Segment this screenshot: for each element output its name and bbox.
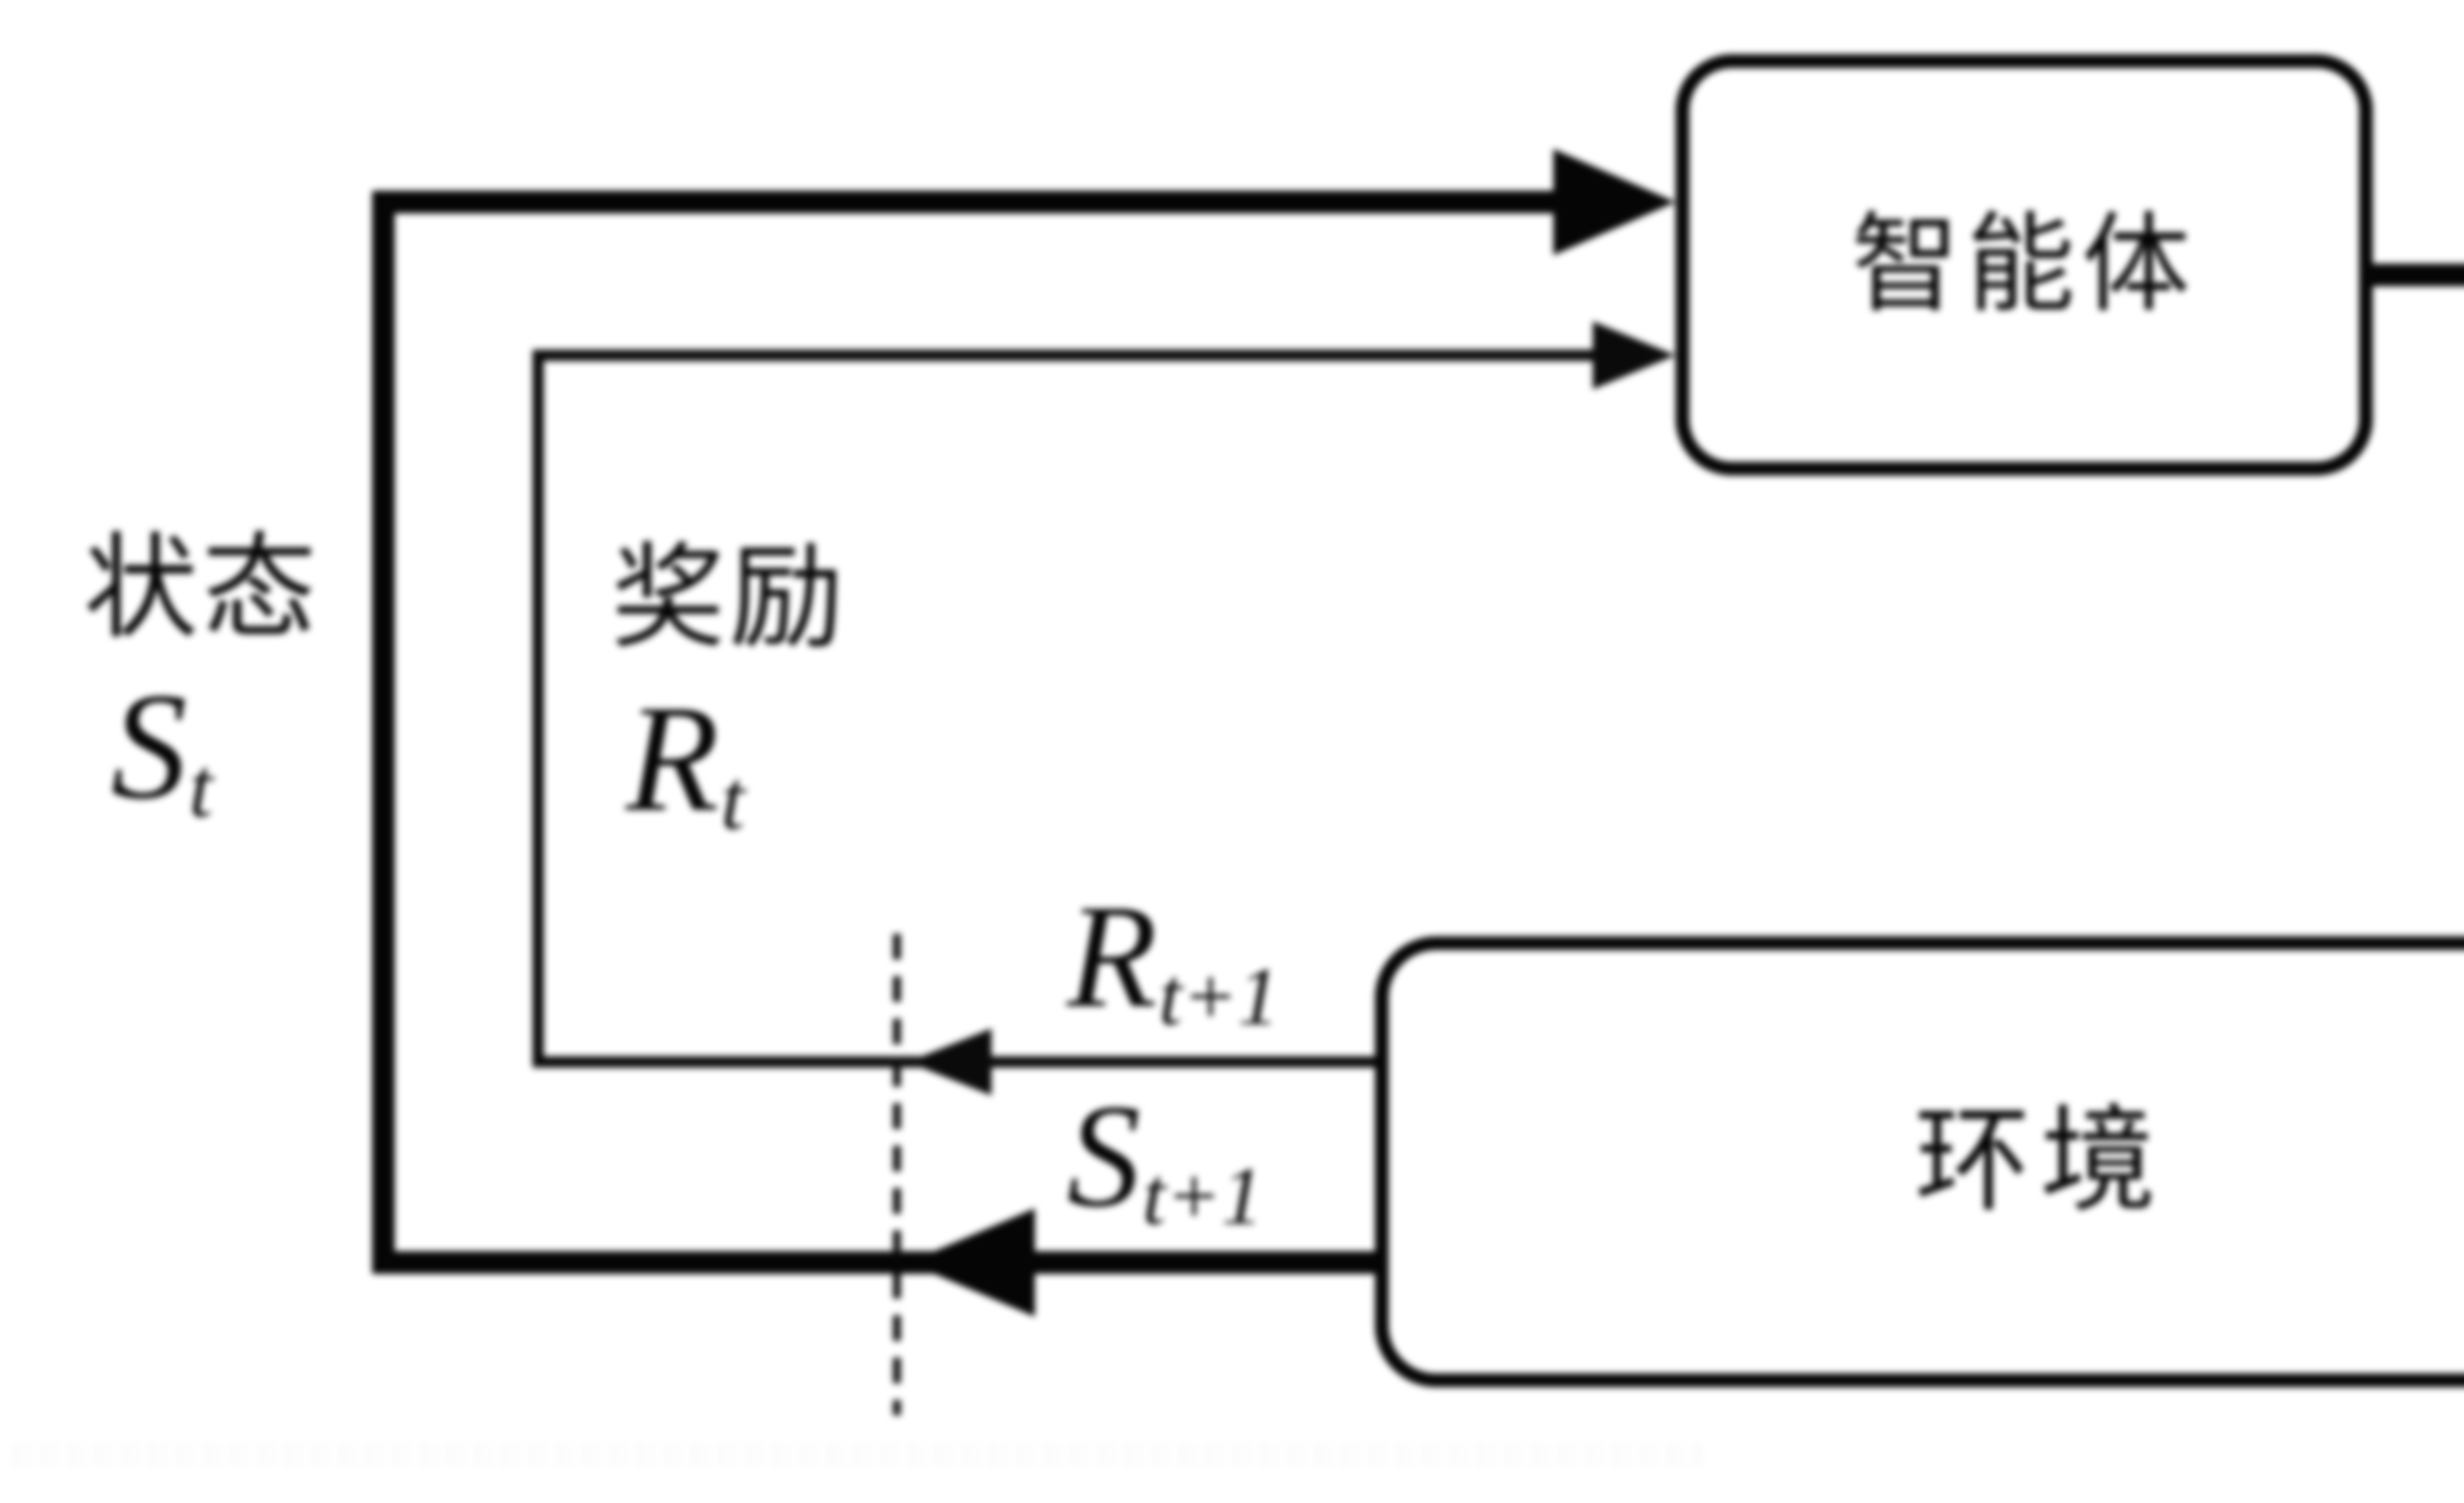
environment-box: 环境: [1375, 936, 2464, 1387]
next-reward-symbol-subscript: t+1: [1159, 950, 1279, 1042]
agent-label: 智能体: [1851, 205, 2197, 325]
reward-symbol-letter: R: [626, 674, 719, 843]
environment-label: 环境: [1915, 1097, 2166, 1226]
next-state-symbol-letter: S: [1067, 1074, 1141, 1237]
next-state-symbol: St+1: [1067, 1082, 1263, 1237]
reward-symbol: Rt: [626, 683, 745, 843]
reward-caption: 奖励: [611, 536, 848, 662]
state-caption: 状态: [84, 526, 321, 652]
next-state-symbol-subscript: t+1: [1142, 1150, 1263, 1242]
state-symbol-subscript: t: [189, 740, 213, 835]
state-symbol-letter: S: [111, 662, 187, 831]
next-reward-symbol-letter: R: [1067, 874, 1158, 1038]
reward-into-agent-arrowhead-icon: [1593, 321, 1676, 389]
state-loop-line: [372, 191, 1562, 1274]
reward-symbol-subscript: t: [720, 752, 745, 848]
agent-box: 智能体: [1676, 54, 2373, 476]
next-reward-at-boundary-arrowhead-icon: [908, 1028, 992, 1095]
next-state-at-boundary-arrowhead-icon: [908, 1208, 1035, 1317]
next-reward-symbol: Rt+1: [1067, 882, 1279, 1038]
state-symbol: St: [111, 670, 213, 830]
state-into-agent-arrowhead-icon: [1553, 149, 1676, 255]
cropped-caption-remnant: [15, 1441, 1700, 1467]
